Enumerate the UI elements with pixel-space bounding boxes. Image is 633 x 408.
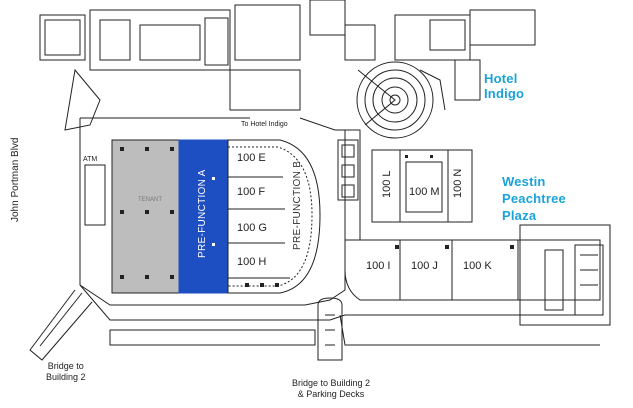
hotel-indigo-line-2: Indigo [484,86,525,101]
room-100-e: 100 E [237,152,266,164]
to-hotel-indigo-label: To Hotel Indigo [241,121,288,128]
westin-peachtree-plaza-label: Westin Peachtree Plaza [502,173,566,224]
bridge-parking-line-1: Bridge to Building 2 [292,378,371,388]
westin-line-2: Peachtree [502,191,566,206]
room-100-i: 100 I [366,260,391,272]
bridge-building2-line-1: Bridge to [47,361,84,371]
bridge-parking-line-2: & Parking Decks [297,389,365,399]
westin-line-1: Westin [502,174,546,189]
bridge-to-parking-decks-label: Bridge to Building 2 & Parking Decks [292,378,370,400]
room-100-l: 100 L [381,170,393,198]
atm-label: ATM [83,156,98,163]
tenant-label: TENANT [138,197,162,203]
room-100-j: 100 J [411,260,438,272]
room-100-k: 100 K [463,260,492,272]
street-label-john-portman-blvd: John Portman Blvd [10,137,21,223]
bridge-to-building-2-label: Bridge to Building 2 [46,361,86,383]
bridge-building2-line-2: Building 2 [46,372,86,382]
hotel-indigo-line-1: Hotel [484,71,518,86]
room-100-h: 100 H [237,256,267,268]
room-100-m: 100 M [409,186,440,198]
hotel-indigo-label: Hotel Indigo [484,71,524,101]
pre-function-a-label: PRE-FUNCTION A [197,169,208,258]
room-100-f: 100 F [237,186,266,198]
room-100-n: 100 N [452,168,464,198]
westin-line-3: Plaza [502,208,537,223]
pre-function-b-label: PRE-FUNCTION B [292,160,303,250]
room-100-g: 100 G [237,222,267,234]
